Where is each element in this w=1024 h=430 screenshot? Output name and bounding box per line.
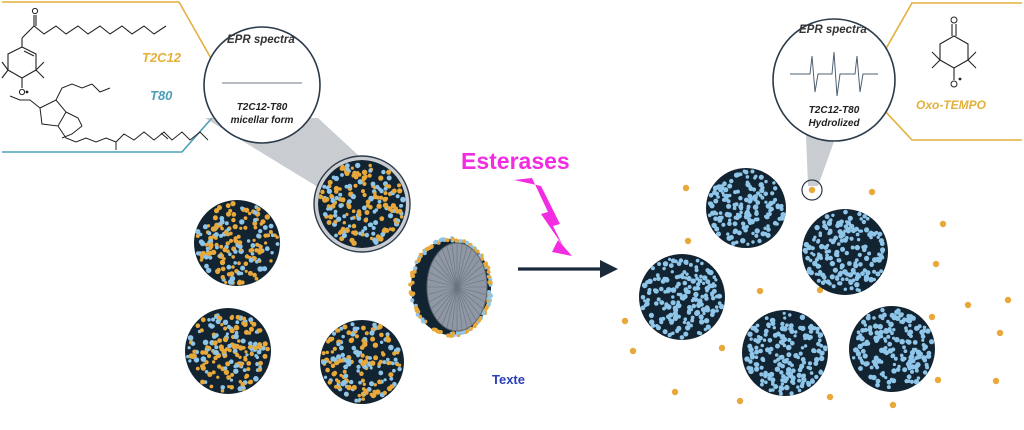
- right-magnifier-cone: [806, 134, 836, 186]
- free-probe-dot: [889, 401, 897, 409]
- free-probe-dot: [671, 388, 679, 396]
- epr-triplet-signal: [790, 51, 878, 97]
- caption-right-line1: T2C12-T80: [808, 105, 860, 116]
- free-probe-dot: [964, 301, 972, 309]
- hydrolyzed-micelle-2: [802, 209, 888, 295]
- right-molecule-frame: [883, 2, 1022, 141]
- caption-left-line1: T2C12-T80: [236, 102, 288, 113]
- lightning-bolt-icon: [514, 178, 566, 252]
- epr-bubble-right: [772, 18, 896, 142]
- hydrolyzed-micelle-5: [849, 306, 935, 392]
- left-molecule-frame-lower: [2, 117, 213, 153]
- micelle-magnified: [318, 160, 406, 248]
- free-probe-dot: [629, 347, 637, 355]
- free-probe-dot: [826, 393, 834, 401]
- oxygen-atom: [31, 7, 39, 15]
- tempo-radical-dot: [958, 77, 962, 81]
- free-probe-dot: [718, 344, 726, 352]
- free-probe-dot: [816, 286, 824, 294]
- nitroxide-oxygen: [18, 88, 26, 96]
- free-probe-dot: [868, 188, 876, 196]
- magnified-micelle: [313, 155, 411, 253]
- free-probe-dot: [939, 220, 947, 228]
- oxo-tempo-molecule: [931, 24, 977, 80]
- free-probe-dot: [992, 377, 1000, 385]
- epr-title-right: EPR spectra: [799, 24, 867, 36]
- free-probe-dot: [1004, 296, 1012, 304]
- right-arrow-head-icon: [600, 260, 618, 278]
- hydrolyzed-micelle-1: [706, 168, 786, 248]
- free-probe-dot: [996, 329, 1004, 337]
- t2c12-label: T2C12: [142, 50, 182, 65]
- texte-label: Texte: [492, 372, 525, 387]
- esterases-label: Esterases: [461, 148, 570, 174]
- micelle-left-2: [185, 308, 271, 394]
- lightning-bolt-icon-tip: [552, 240, 572, 256]
- caption-left-line2: micellar form: [230, 115, 294, 126]
- tempo-oxygen: [950, 80, 958, 88]
- micelle-left-1: [194, 200, 280, 286]
- t80-label: T80: [150, 88, 173, 103]
- free-probe-dot: [621, 317, 629, 325]
- t80-molecule: [9, 83, 209, 150]
- carbonyl-oxygen: [950, 16, 958, 24]
- epr-bubble-left: [203, 26, 321, 144]
- free-probe-dot: [934, 376, 942, 384]
- free-probe-dot: [736, 397, 744, 405]
- micelle-cross-section: [408, 236, 493, 338]
- hydrolyzed-micelles: [639, 168, 935, 396]
- hydrolyzed-micelle-3: [639, 254, 725, 340]
- left-molecule-frame: [2, 1, 213, 61]
- free-probe-dot: [928, 313, 936, 321]
- free-probe-dot: [808, 186, 816, 194]
- t2c12-molecule: [1, 15, 167, 88]
- micelle-left-3: [320, 320, 404, 404]
- free-probe-dot: [684, 237, 692, 245]
- free-probe-molecules: [621, 179, 1012, 409]
- free-probe-dot: [932, 260, 940, 268]
- hydrolyzed-micelle-4: [742, 310, 828, 396]
- radical-dot: [25, 90, 29, 94]
- probe-highlight-ring: [801, 179, 823, 201]
- oxo-tempo-label: Oxo-TEMPO: [916, 98, 987, 112]
- free-probe-dot: [756, 287, 764, 295]
- intact-micelles: [185, 200, 404, 404]
- free-probe-dot: [682, 184, 690, 192]
- epr-title-left: EPR spectra: [227, 34, 295, 46]
- caption-right-line2: Hydrolized: [808, 118, 860, 129]
